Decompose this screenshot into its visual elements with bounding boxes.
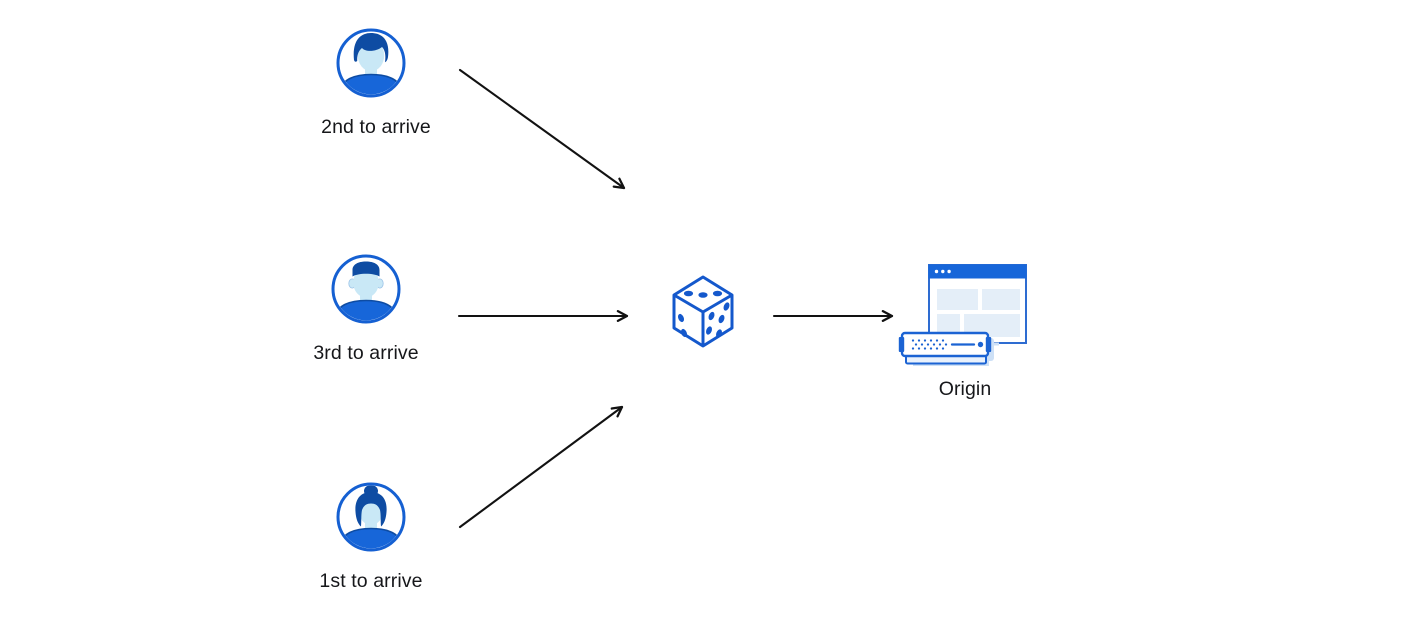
actor-label-3rd: 3rd to arrive bbox=[313, 342, 419, 364]
actor-3rd-to-arrive bbox=[330, 253, 402, 325]
actor-1st-to-arrive bbox=[335, 481, 407, 553]
actor-label-1st: 1st to arrive bbox=[319, 570, 423, 592]
dice-hub bbox=[668, 272, 740, 350]
dice-icon bbox=[672, 275, 734, 348]
actor-label-2nd: 2nd to arrive bbox=[321, 116, 431, 138]
origin-label: Origin bbox=[938, 378, 992, 400]
server-icon bbox=[898, 331, 999, 366]
user-avatar-male-swept-hair-icon bbox=[336, 28, 406, 98]
browser-window-icon bbox=[928, 264, 1027, 344]
user-avatar-male-flat-top-icon bbox=[331, 254, 401, 324]
actor-2nd-to-arrive bbox=[335, 27, 407, 99]
user-avatar-female-bun-icon bbox=[336, 482, 406, 552]
origin-server-browser-icon bbox=[898, 264, 1027, 366]
arrow-user2-to-dice bbox=[458, 68, 626, 190]
arrow-user1-to-dice bbox=[458, 405, 624, 529]
origin-node bbox=[896, 257, 1031, 369]
